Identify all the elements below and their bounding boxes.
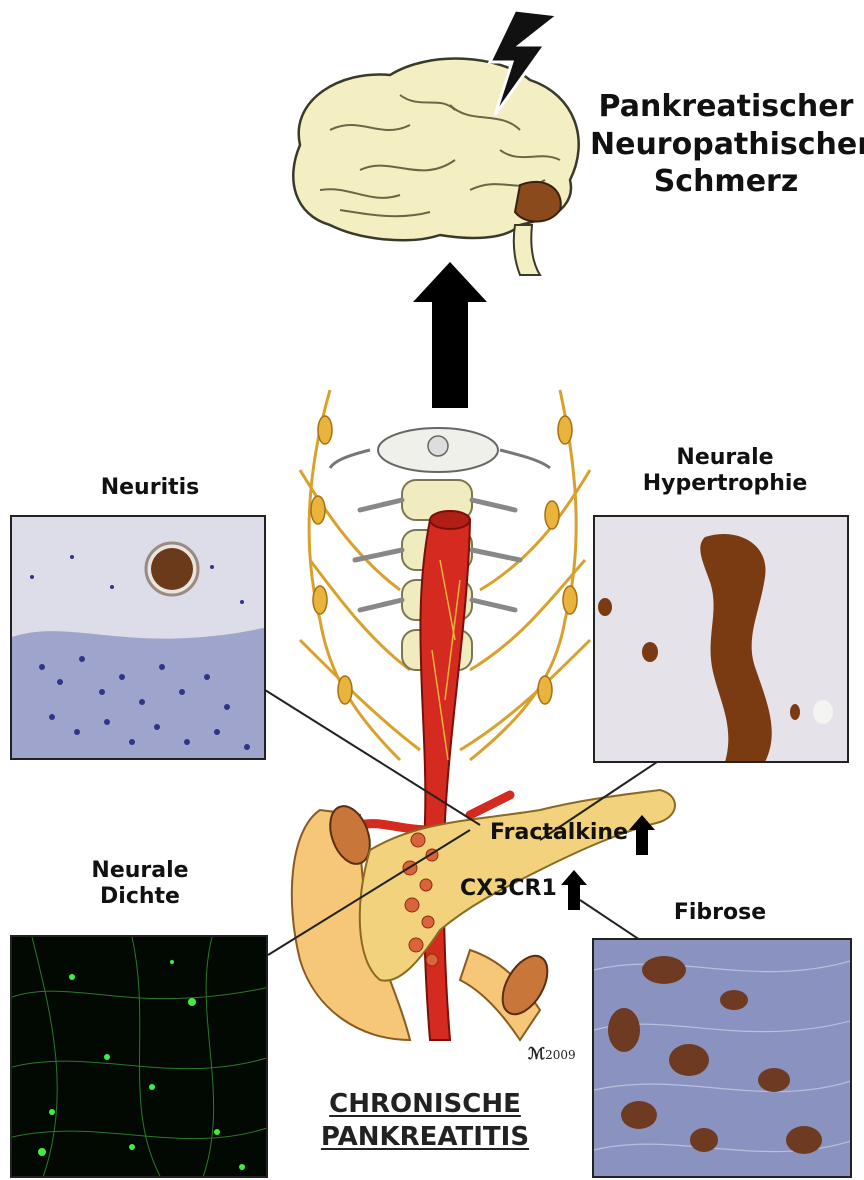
main-title-line-1: CHRONISCHE — [300, 1088, 550, 1121]
signature-mark: ℳ — [528, 1044, 545, 1063]
fibrosis-panel — [592, 938, 852, 1178]
density-label-line-2: Dichte — [40, 884, 240, 910]
density-fluorescence-image — [12, 937, 268, 1178]
pain-title-line-1: Pankreatischer — [590, 88, 862, 126]
fractalkine-label: Fractalkine — [490, 820, 628, 845]
signature-year: 2009 — [545, 1048, 576, 1062]
hypertrophy-panel — [593, 515, 849, 763]
neuritis-histology-image — [12, 517, 266, 760]
density-panel — [10, 935, 268, 1178]
cx3cr1-label: CX3CR1 — [460, 876, 557, 901]
fibrosis-label: Fibrose — [620, 900, 820, 926]
artist-signature: ℳ2009 — [528, 1044, 576, 1063]
brain-illustration — [293, 59, 578, 275]
hypertrophy-label: Neurale Hypertrophie — [600, 445, 850, 498]
up-arrow-icon — [413, 262, 487, 408]
pain-title-line-3: Schmerz — [590, 163, 862, 201]
hypertrophy-label-line-1: Neurale — [600, 445, 850, 471]
hypertrophy-histology-image — [595, 517, 849, 763]
hypertrophy-label-line-2: Hypertrophie — [600, 471, 850, 497]
neuritis-panel — [10, 515, 266, 760]
neuritis-label: Neuritis — [60, 475, 240, 501]
main-title-line-2: PANKREATITIS — [300, 1121, 550, 1154]
fibrosis-histology-image — [594, 940, 852, 1178]
density-label-line-1: Neurale — [40, 858, 240, 884]
main-title: CHRONISCHE PANKREATITIS — [300, 1088, 550, 1153]
pain-title-line-2: Neuropathischer — [590, 126, 862, 164]
cx3cr1-up-arrow-icon — [561, 870, 587, 910]
density-label: Neurale Dichte — [40, 858, 240, 911]
pain-title: Pankreatischer Neuropathischer Schmerz — [590, 88, 862, 201]
